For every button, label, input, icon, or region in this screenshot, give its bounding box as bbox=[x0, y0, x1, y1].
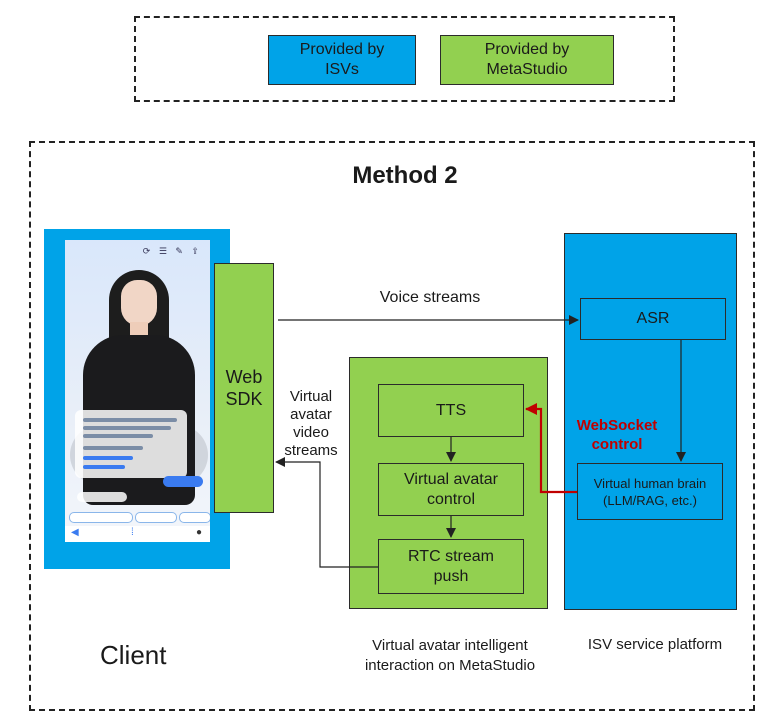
legend-metastudio: Provided by MetaStudio bbox=[440, 35, 614, 85]
isv-panel bbox=[564, 233, 737, 610]
phone-toolbar-icons: ⟳ ☰ ✎ ⇪ bbox=[142, 246, 202, 256]
video-streams-label: Virtual avatar video streams bbox=[284, 388, 338, 459]
method-frame bbox=[29, 141, 755, 711]
avatar-control-box: Virtual avatar control bbox=[378, 463, 524, 516]
legend-box bbox=[134, 16, 675, 102]
avatar-face bbox=[121, 280, 157, 326]
phone-suggestion-3 bbox=[179, 512, 210, 523]
client-label: Client bbox=[100, 640, 167, 670]
phone-action-pill bbox=[163, 476, 203, 487]
brain-box: Virtual human brain (LLM/RAG, etc.) bbox=[577, 463, 723, 520]
waveform-icon: ⁞ bbox=[131, 527, 134, 538]
websocket-label: WebSocket control bbox=[576, 417, 658, 453]
chat-icon: ● bbox=[195, 527, 202, 538]
voice-streams-label: Voice streams bbox=[379, 289, 481, 306]
diagram-title: Method 2 bbox=[352, 162, 458, 189]
phone-input-bar: ◀ ⁞ ● bbox=[65, 526, 210, 542]
rtc-push-box: RTC stream push bbox=[378, 539, 524, 594]
legend-isv: Provided by ISVs bbox=[268, 35, 416, 85]
phone-suggestion-2 bbox=[135, 512, 177, 523]
speaker-icon: ◀ bbox=[71, 527, 79, 538]
phone-suggestion-1 bbox=[69, 512, 133, 523]
client-phone-screen: ⟳ ☰ ✎ ⇪ ◀ ⁞ ● bbox=[65, 240, 210, 542]
metastudio-caption: Virtual avatar intelligent interaction o… bbox=[364, 637, 536, 674]
phone-thinking-bubble bbox=[77, 492, 127, 502]
asr-box: ASR bbox=[580, 298, 726, 340]
tts-box: TTS bbox=[378, 384, 524, 437]
web-sdk-box: Web SDK bbox=[214, 263, 274, 513]
chat-bubble bbox=[75, 410, 187, 478]
isv-caption: ISV service platform bbox=[587, 636, 723, 653]
